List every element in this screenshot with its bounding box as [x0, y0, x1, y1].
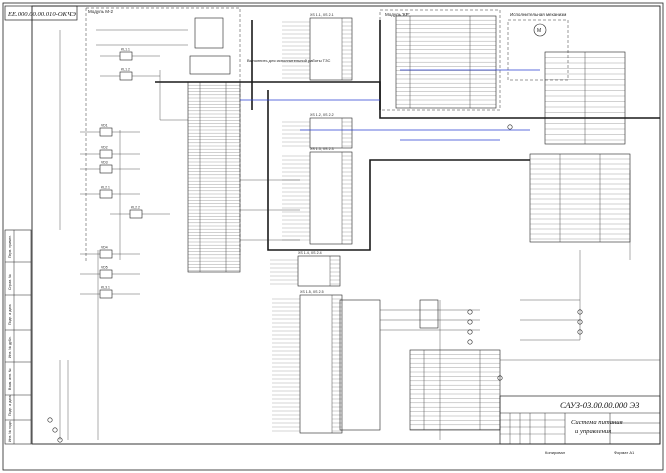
- component: KL2.1: [80, 186, 140, 199]
- accent-lines: [240, 69, 540, 141]
- module-boundaries: [85, 7, 569, 262]
- component: VD2: [80, 146, 140, 159]
- terminal-circle: [577, 319, 583, 325]
- svg-text:Перв. примен.: Перв. примен.: [8, 235, 12, 258]
- xs-block: XS 1.4, XS 2.4: [270, 251, 341, 287]
- motor-icon: [533, 23, 547, 37]
- terminal-circle: [47, 417, 53, 423]
- copied-label: Копировал: [545, 450, 566, 455]
- xs-block-label: XS 1.2, XS 2.2: [310, 113, 334, 117]
- terminal-circle: [467, 309, 473, 315]
- device-box: [419, 299, 439, 329]
- component: VD3: [80, 161, 140, 174]
- component-label: VD3: [101, 161, 108, 165]
- terminal-circle: [57, 437, 63, 443]
- top-connector-block: [189, 17, 231, 75]
- format-label: Формат A1: [614, 450, 635, 455]
- module-center-label: Модуль 'КР': [385, 12, 410, 17]
- title-line-2: и управления: [575, 428, 611, 435]
- component-label: VD4: [101, 246, 108, 250]
- doc-code: САУЗ-03.00.00.000 Э3: [560, 400, 639, 410]
- corner-code: ЕЕ.000.00.00.010-ОКЧЭ: [4, 5, 78, 21]
- terminal-circle: [467, 339, 473, 345]
- drawing-frame: [31, 5, 661, 445]
- svg-text:Взам. инв. №: Взам. инв. №: [8, 368, 12, 390]
- module-left-label: Модуль М-2: [88, 9, 113, 14]
- lower-center-table: [339, 299, 501, 431]
- actuator-panel: M: [533, 23, 626, 145]
- component-label: KL3.1: [101, 286, 110, 290]
- component-label: VD5: [101, 266, 108, 270]
- component-label: VD2: [101, 146, 108, 150]
- component-label: KL1.1: [121, 48, 130, 52]
- terminal-circle: [497, 375, 503, 381]
- xs-block-label: XS 1.3, XS 2.3: [310, 147, 334, 151]
- xs-block: XS 1.2, XS 2.2: [282, 113, 353, 149]
- svg-text:ЕЕ.000.00.00.010-ОКЧЭ: ЕЕ.000.00.00.010-ОКЧЭ: [7, 11, 76, 18]
- xs-connector-blocks: XS 1.1, XS 2.1 XS 1.2, XS 2.2 XS 1.3, XS 2…: [270, 13, 353, 434]
- component: KL3.1: [80, 286, 140, 299]
- bus-lines: [155, 20, 660, 251]
- svg-text:Инв. № дубл.: Инв. № дубл.: [8, 336, 12, 358]
- title-line-1: Система питания: [571, 419, 623, 426]
- title-block: САУЗ-03.00.00.000 Э3 Система питания и у…: [499, 395, 661, 445]
- svg-text:Подп. и дата: Подп. и дата: [8, 304, 12, 325]
- component: KL1.1: [100, 48, 160, 61]
- xs-block-label: XS 1.5, XS 2.5: [300, 290, 324, 294]
- right-relay-table: [529, 153, 631, 243]
- note-mid: Выполнить для исполнительной работы ТЗС: [247, 58, 330, 63]
- central-component-block: [187, 81, 241, 273]
- component: KL2.2: [110, 206, 170, 219]
- terminal-circle: [507, 124, 513, 130]
- component: VD4: [80, 246, 140, 259]
- component: VD5: [80, 266, 140, 279]
- svg-text:Инв. № подл.: Инв. № подл.: [8, 420, 12, 442]
- terminal-circle: [577, 309, 583, 315]
- component: VD1: [80, 124, 140, 137]
- wiring: [59, 29, 660, 440]
- svg-text:M: M: [537, 28, 541, 34]
- component-label: KL1.2: [121, 68, 130, 72]
- component-label: VD1: [101, 124, 108, 128]
- xs-block: XS 1.3, XS 2.3: [282, 147, 353, 245]
- terminals: [47, 124, 583, 443]
- component-label: KL2.2: [131, 206, 140, 210]
- terminal-circle: [467, 319, 473, 325]
- xs-block: XS 1.5, XS 2.5: [272, 290, 343, 434]
- xs-block-label: XS 1.1, XS 2.1: [310, 13, 334, 17]
- xs-block-label: XS 1.4, XS 2.4: [298, 251, 322, 255]
- left-binding-strip: Перв. примен. Справ. № Подп. и дата Инв.…: [4, 229, 32, 445]
- terminal-circle: [52, 427, 58, 433]
- component-label: KL2.1: [101, 186, 110, 190]
- panel-right-label: Исполнительная механизм: [510, 12, 566, 17]
- terminal-circle: [467, 329, 473, 335]
- center-module-table: [395, 15, 497, 109]
- component: KL1.2: [100, 68, 160, 81]
- svg-text:Подп. и дата: Подп. и дата: [8, 395, 12, 416]
- xs-block: XS 1.1, XS 2.1: [282, 13, 353, 81]
- svg-text:Справ. №: Справ. №: [8, 274, 12, 290]
- terminal-circle: [577, 329, 583, 335]
